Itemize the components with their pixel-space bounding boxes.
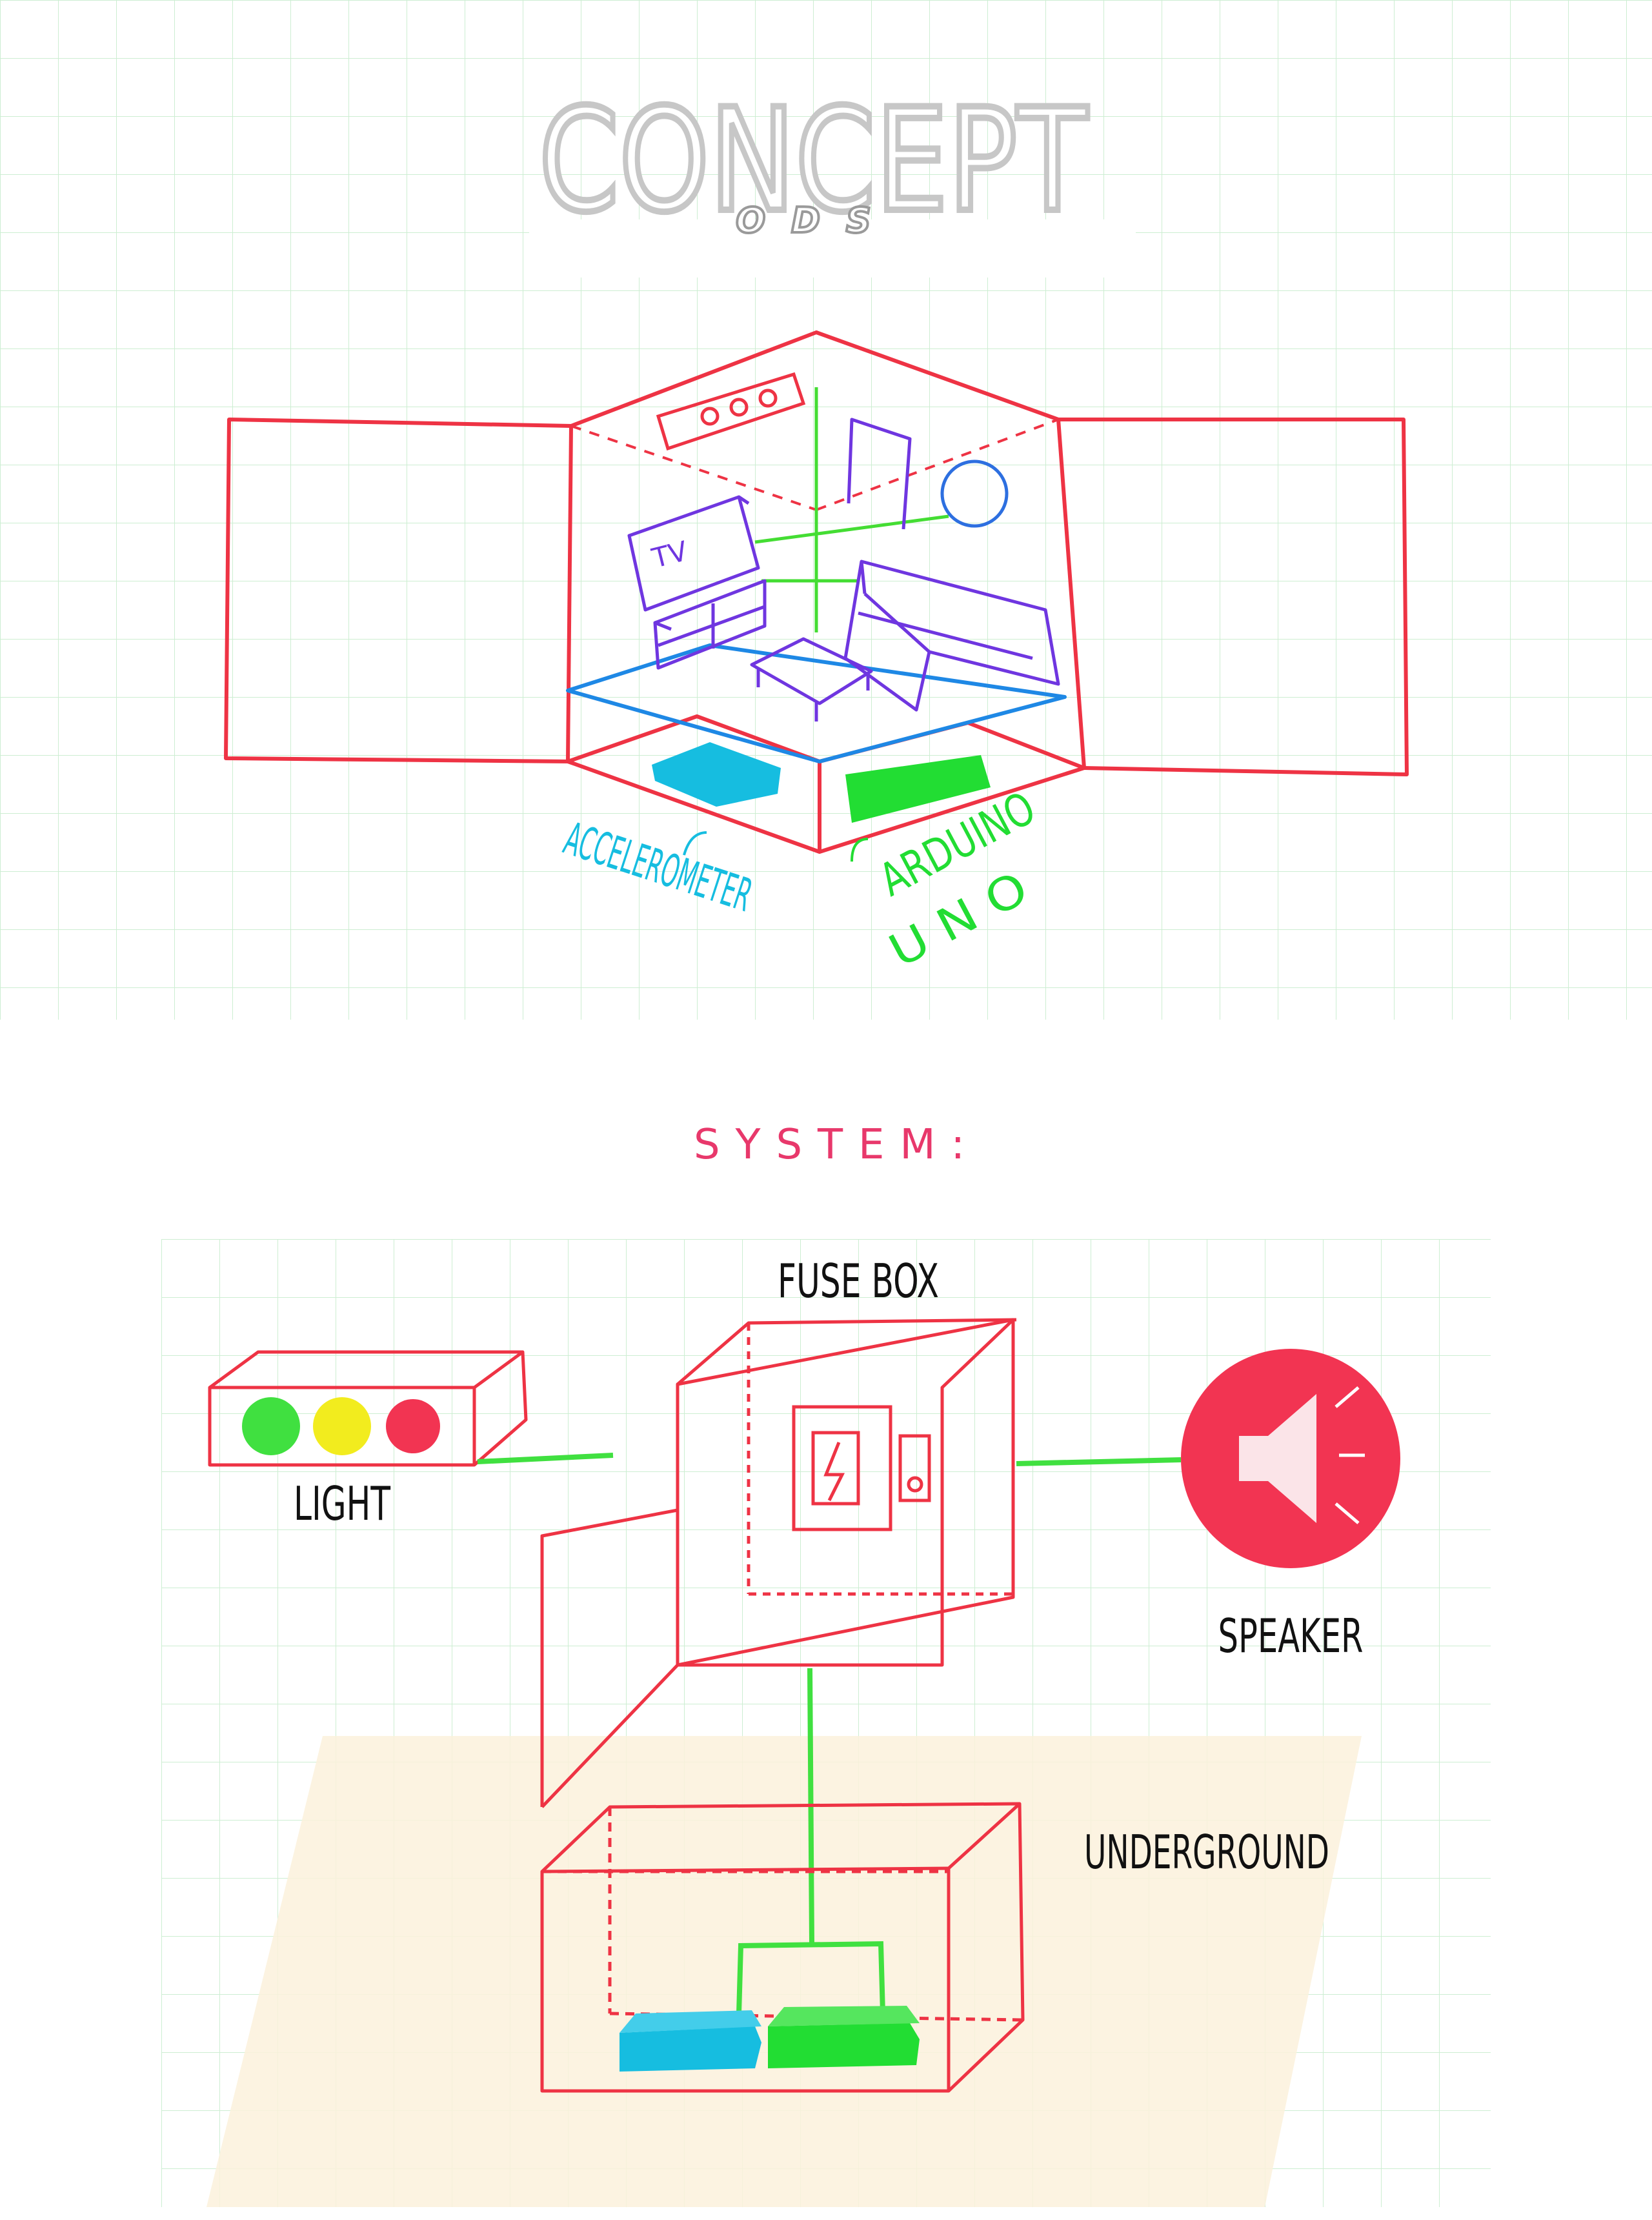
fuse-box-label: FUSE BOX — [778, 1254, 939, 1308]
furniture — [627, 418, 1060, 722]
door — [847, 418, 912, 530]
title-sub: ODS — [736, 200, 897, 241]
ceiling-lamp — [656, 372, 806, 451]
speaker-label: SPEAKER — [1218, 1609, 1364, 1663]
arduino-module — [845, 755, 991, 823]
title-main: CONCEPT — [539, 78, 1088, 243]
coffee-table — [750, 637, 873, 722]
traffic-light — [208, 1350, 528, 1467]
underground-arduino — [768, 2006, 920, 2068]
room-hidden-lines — [570, 418, 1059, 511]
arduino-pointer-arrow — [851, 838, 869, 862]
speaker-icon — [1239, 1386, 1365, 1524]
underground-label: UNDERGROUND — [1084, 1825, 1329, 1879]
underground-zone — [206, 1736, 1362, 2207]
system-heading: S Y S T E M : — [694, 1121, 965, 1169]
round-mirror — [940, 459, 1009, 528]
right-wall-flap — [1058, 418, 1409, 776]
accelerometer-pointer-arrow — [683, 831, 707, 856]
light-green-lamp — [242, 1397, 300, 1455]
fuse-box-panel-icon — [792, 1405, 931, 1531]
wire-split — [736, 1941, 885, 2014]
axis-cross — [754, 387, 949, 632]
room-floor — [566, 643, 1067, 763]
accelerometer-module — [652, 742, 781, 807]
wires — [477, 1453, 1182, 2014]
wire-light-fusebox — [477, 1453, 614, 1464]
light-red-lamp — [386, 1399, 440, 1453]
wire-fusebox-speaker — [1016, 1457, 1182, 1466]
tv — [627, 495, 760, 612]
concept-title: CONCEPT ODS — [529, 75, 1136, 278]
light-label: LIGHT — [294, 1477, 391, 1531]
room-frame — [224, 330, 1409, 854]
left-wall-flap — [224, 418, 572, 763]
light-yellow-lamp — [313, 1397, 371, 1455]
tv-cabinet — [653, 579, 767, 670]
roof-outline — [570, 330, 1060, 428]
fuse-box — [540, 1318, 1017, 1808]
underground-accelerometer — [620, 2010, 761, 2072]
sofa — [843, 560, 1060, 712]
